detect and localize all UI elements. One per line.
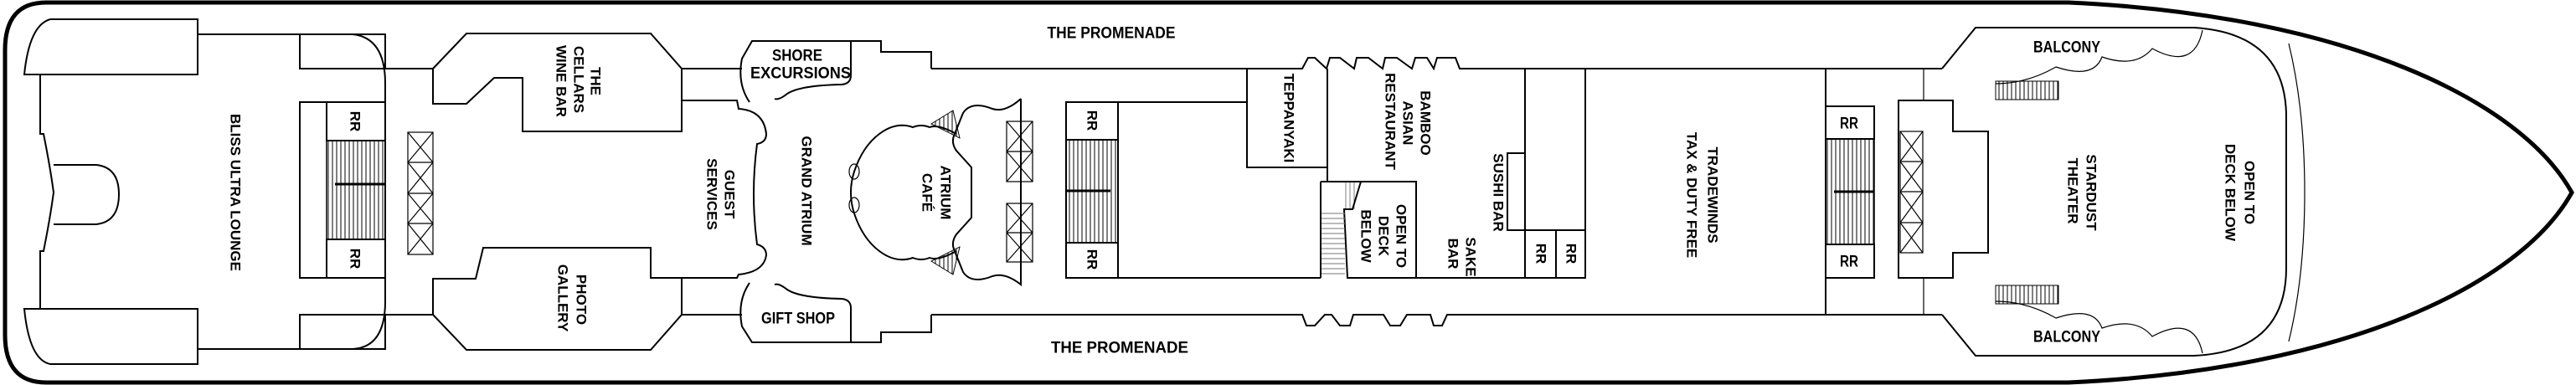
restroom-label: RR <box>1564 244 1579 264</box>
shore-excursions-walls <box>739 40 932 103</box>
room-label-bamboo: RESTAURANT <box>1383 73 1399 170</box>
open-to-deck-below-mid <box>1320 181 1417 279</box>
room-label-open-to-deck-below-forward: OPEN TO <box>2242 161 2258 224</box>
room-label-bamboo: BAMBOO <box>1418 90 1434 155</box>
restaurant-walls <box>1118 69 1328 279</box>
restroom-label: RR <box>1533 244 1549 264</box>
room-label-open-to-deck-below: BELOW <box>1358 209 1374 263</box>
restroom-label: RR <box>1840 116 1858 133</box>
gift-shop-walls <box>739 282 932 343</box>
room-label-photo-gallery: GALLERY <box>555 264 571 332</box>
room-label-atrium-cafe: CAFÉ <box>920 173 935 212</box>
stardust-theater-walls <box>1941 27 2306 357</box>
elevator-bank-forward <box>1898 100 1989 279</box>
room-label-gift-shop: GIFT SHOP <box>761 311 835 328</box>
room-label-photo-gallery: PHOTO <box>574 275 590 325</box>
promenade-wall-port <box>931 57 1942 71</box>
room-label-cellars: WINE BAR <box>554 45 569 117</box>
room-label-cellars: CELLARS <box>571 46 587 113</box>
room-label-bliss-ultra-lounge: BLISS ULTRA LOUNGE <box>228 114 244 271</box>
room-label-guest-services: GUEST <box>722 170 738 219</box>
room-label-guest-services: SERVICES <box>704 158 720 230</box>
mid-stairwell <box>1065 101 1119 279</box>
aft-stairwell <box>299 101 386 279</box>
ship-hull <box>3 0 2574 385</box>
room-label-open-to-deck-below: OPEN TO <box>1394 204 1409 268</box>
restroom-label: RR <box>348 111 363 132</box>
promenade-wall-starboard <box>931 314 1942 326</box>
room-label-shore-excursions: EXCURSIONS <box>750 65 851 83</box>
elevator-bank-mid <box>1006 121 1033 263</box>
restroom-label: RR <box>1084 110 1100 131</box>
room-label-cellars: THE <box>588 67 604 95</box>
room-label-atrium-cafe: ATRIUM <box>938 166 954 220</box>
sushi-bar-counter <box>1507 152 1525 231</box>
balcony-label-bottom: BALCONY <box>2033 329 2100 346</box>
restroom-label: RR <box>1840 254 1858 271</box>
room-label-teppanyaki: TEPPANYAKI <box>1281 74 1297 163</box>
room-label-open-to-deck-below: DECK <box>1376 216 1392 257</box>
room-label-tradewinds: TRADEWINDS <box>1705 146 1721 243</box>
room-label-sake-bar: BAR <box>1445 239 1461 270</box>
atrium-cafe-walls <box>848 98 1022 287</box>
room-label-stardust-theater: STARDUST <box>2084 154 2099 231</box>
room-label-sake-bar: SAKE <box>1463 237 1479 276</box>
elevator-bank-aft <box>407 131 434 255</box>
room-label-stardust-theater: THEATER <box>2065 157 2081 223</box>
room-label-grand-atrium: GRAND ATRIUM <box>799 136 815 245</box>
room-label-bamboo: ASIAN <box>1400 101 1416 146</box>
promenade-label-bottom: THE PROMENADE <box>1051 340 1188 357</box>
promenade-label-top: THE PROMENADE <box>1048 25 1176 43</box>
restroom-block-mid <box>1524 68 1586 279</box>
room-label-shore-excursions: SHORE <box>772 48 822 65</box>
room-label-sushi-bar: SUSHI BAR <box>1491 153 1507 232</box>
balcony-label-top: BALCONY <box>2033 39 2100 57</box>
cellars-wine-bar-walls <box>432 33 683 132</box>
guest-services-counter <box>682 100 768 279</box>
restroom-label: RR <box>1084 249 1100 270</box>
restroom-label: RR <box>348 249 363 270</box>
room-label-open-to-deck-below-forward: DECK BELOW <box>2223 144 2239 242</box>
forward-stairwell <box>1825 105 1875 279</box>
room-label-tradewinds: TAX & DUTY FREE <box>1684 132 1700 259</box>
